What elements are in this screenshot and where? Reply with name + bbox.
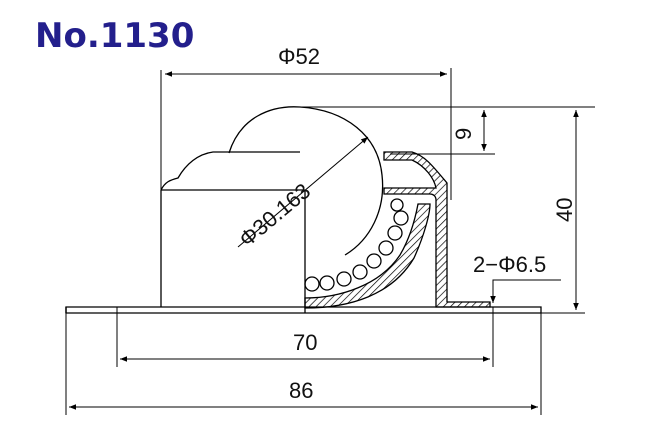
model-number-title: No.1130 <box>35 16 195 56</box>
dim-ball-protrusion: 9 <box>451 128 476 140</box>
cap-profile <box>160 151 300 191</box>
dim-top-diameter: Φ52 <box>278 44 320 69</box>
dim-ball-diameter: Φ30.163 <box>234 178 315 252</box>
dim-mounting-holes: 2−Φ6.5 <box>473 252 546 277</box>
dim-hole-pitch: 70 <box>293 330 317 355</box>
housing-shell <box>383 151 491 308</box>
flange-plate <box>65 306 542 314</box>
ball-cup <box>304 203 431 309</box>
ball-outline <box>228 106 384 256</box>
dim-flange-length: 86 <box>289 378 313 403</box>
dim-total-height: 40 <box>552 198 577 222</box>
bearing-balls <box>304 198 409 292</box>
